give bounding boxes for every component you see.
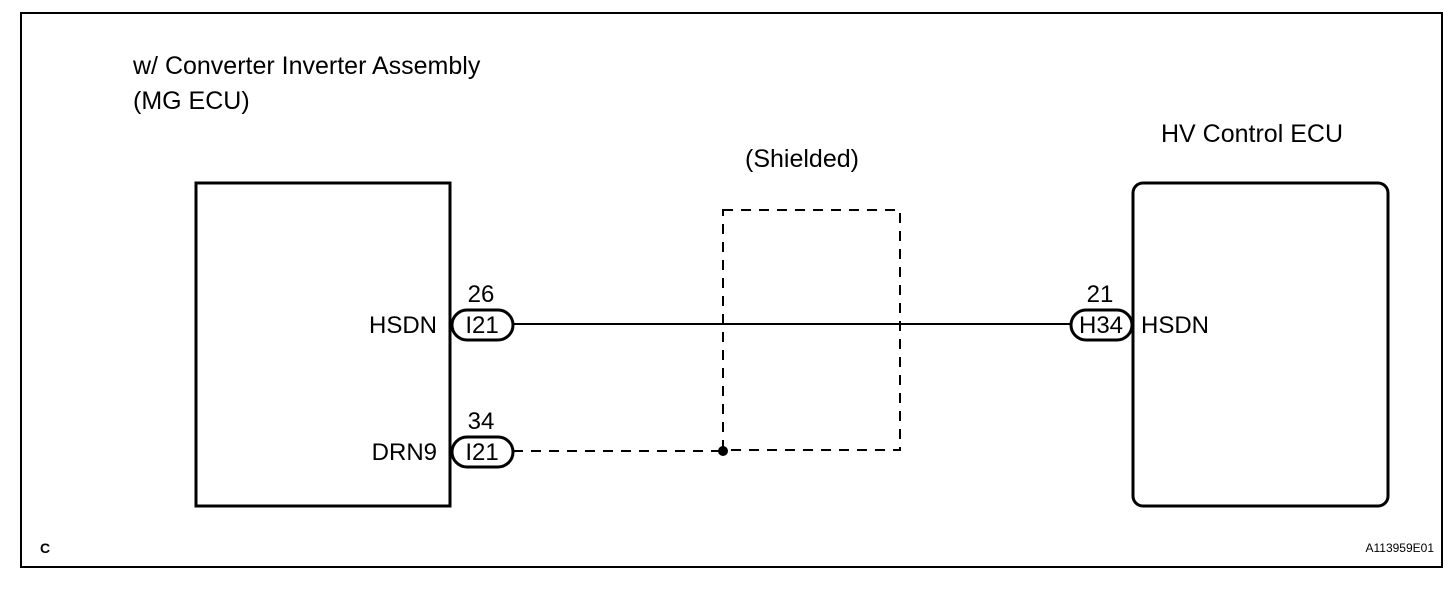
right-connector-label-hsdn: H34 — [1079, 312, 1123, 339]
left-ecu-title-line2: (MG ECU) — [133, 87, 250, 115]
shield-label: (Shielded) — [745, 145, 859, 173]
left-ecu-title-line1: w/ Converter Inverter Assembly — [132, 52, 481, 80]
corner-code: C — [40, 540, 50, 556]
left-connector-label-hsdn: I21 — [465, 312, 498, 339]
drain-junction-dot — [718, 446, 728, 456]
right-pin-number-hsdn: 21 — [1087, 281, 1114, 308]
figure-id: A113959E01 — [1365, 541, 1434, 555]
shield-box — [722, 209, 901, 451]
left-connector-label-drn9: I21 — [465, 439, 498, 466]
outer-frame — [20, 12, 1443, 568]
left-pin-number-drn9: 34 — [468, 408, 495, 435]
right-signal-hsdn: HSDN — [1141, 312, 1209, 339]
left-signal-drn9: DRN9 — [372, 439, 437, 466]
left-connector-hsdn — [450, 308, 515, 342]
left-connector-drn9 — [450, 435, 515, 469]
left-signal-hsdn: HSDN — [369, 312, 437, 339]
left-pin-number-hsdn: 26 — [468, 281, 495, 308]
right-connector-hsdn — [1069, 308, 1134, 342]
right-ecu-box — [1131, 181, 1390, 508]
left-ecu-box — [194, 181, 452, 508]
right-ecu-title: HV Control ECU — [1161, 120, 1343, 148]
